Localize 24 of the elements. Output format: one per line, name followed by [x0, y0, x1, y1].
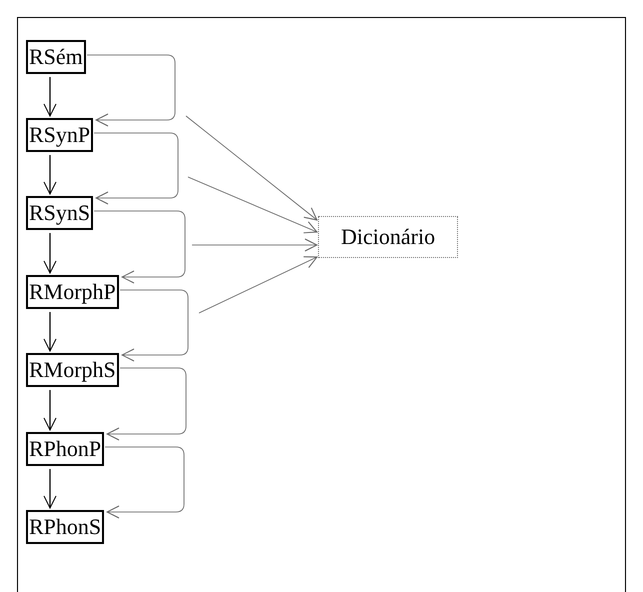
level-box: RMorphS [26, 353, 119, 388]
bracket-arrow [94, 132, 178, 204]
arrow [188, 176, 318, 234]
arrow [186, 116, 318, 220]
level-box: RSynP [26, 118, 94, 152]
arrow [44, 312, 56, 352]
bracket-arrow [106, 368, 186, 440]
arrow [44, 155, 56, 194]
level-box: RPhonP [26, 432, 104, 466]
bracket-arrow [94, 210, 186, 284]
bracket-arrow [86, 54, 176, 126]
arrow [44, 77, 56, 116]
arrow [44, 233, 56, 274]
level-box: RMorphP [26, 275, 119, 310]
bracket-arrow [104, 446, 184, 518]
arrow [44, 390, 56, 430]
arrow [198, 256, 318, 314]
level-box: RSém [26, 40, 86, 74]
dictionary-box: Dicionário [318, 216, 458, 258]
bracket-arrow [120, 290, 188, 362]
level-box: RSynS [26, 196, 94, 230]
arrow [44, 469, 56, 508]
level-box: RPhonS [26, 510, 104, 544]
arrow [192, 238, 318, 252]
